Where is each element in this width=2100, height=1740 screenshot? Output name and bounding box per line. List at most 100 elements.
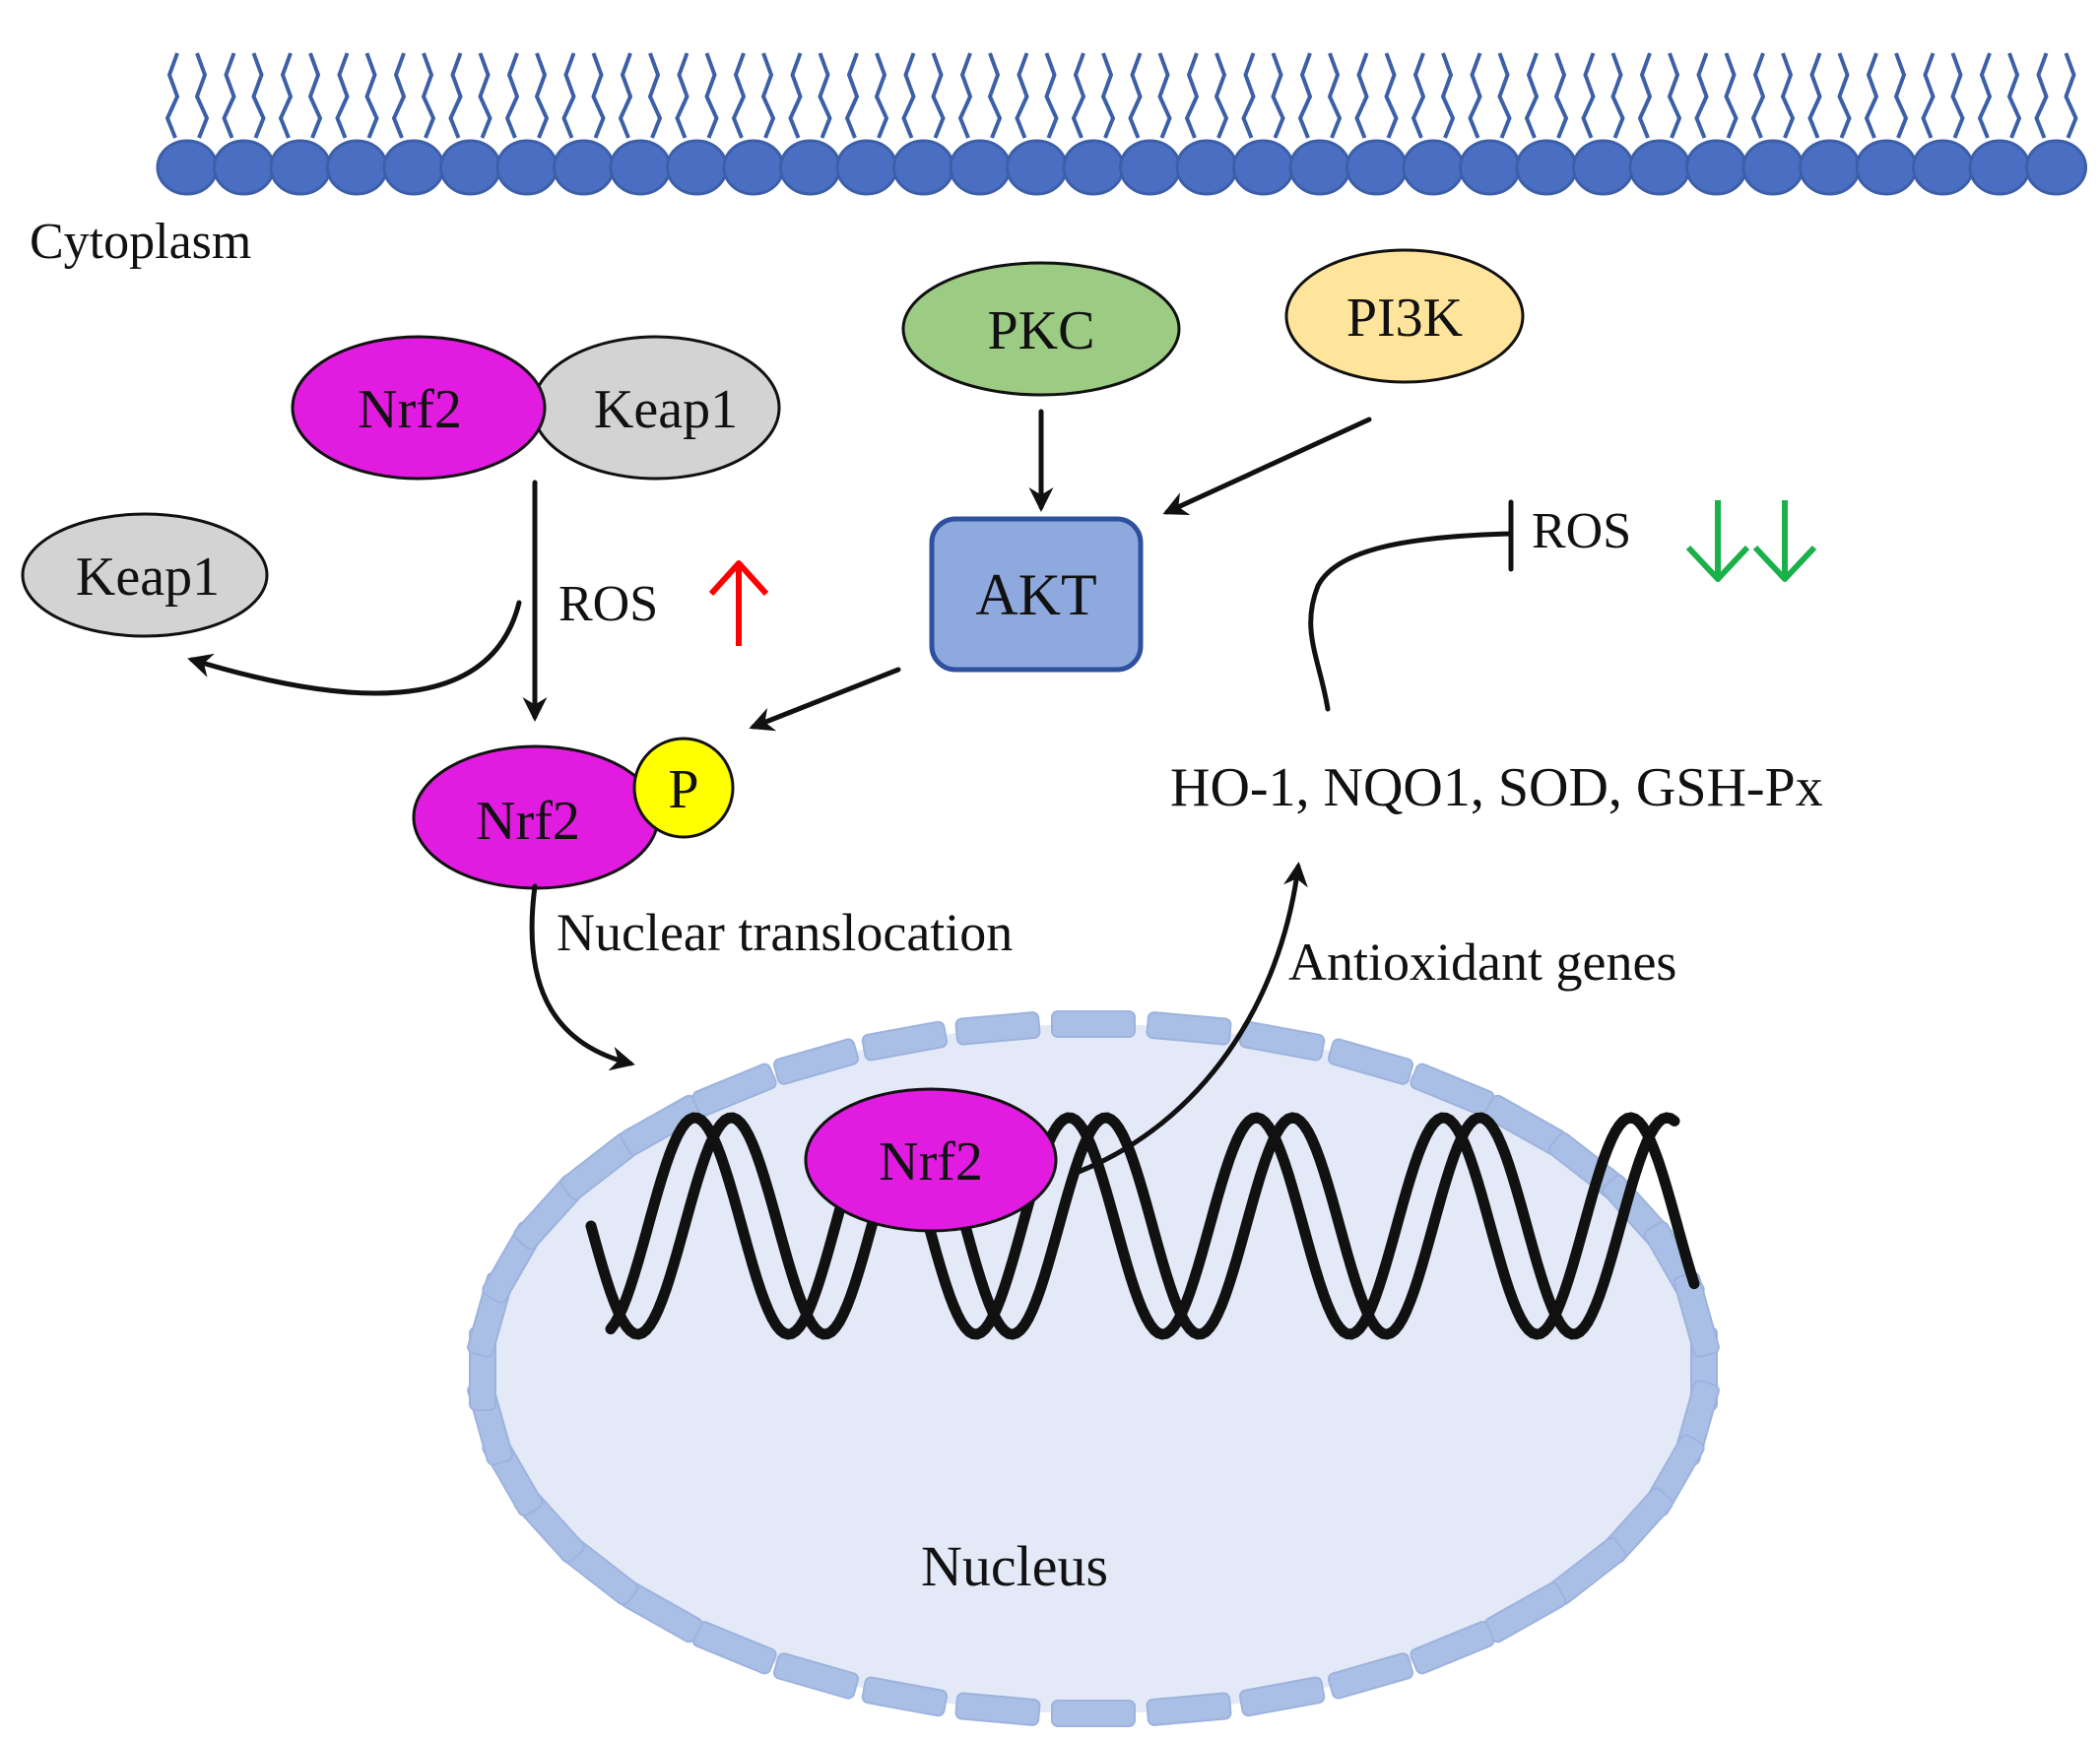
lipid-tail (222, 52, 266, 139)
lipid-head (892, 139, 954, 196)
pi3k-label: PI3K (1346, 288, 1463, 349)
lipid-head (1232, 139, 1294, 196)
envelope-segment (861, 1676, 949, 1717)
lipid-head (1855, 139, 1918, 196)
envelope-segment (1410, 1621, 1495, 1675)
lipid-head (1402, 139, 1465, 196)
lipid-head (722, 139, 785, 196)
phosphate-label: P (668, 759, 698, 820)
lipid-head (382, 139, 445, 196)
envelope-segment (691, 1063, 777, 1117)
lipid-tail (1524, 52, 1569, 139)
lipid-tail (788, 52, 832, 139)
envelope-segment (1673, 1271, 1720, 1358)
nrf2-complex-shape (291, 335, 547, 481)
lipid-head (269, 139, 332, 196)
envelope-segment (1327, 1652, 1414, 1700)
lipid-tail (278, 52, 323, 139)
lipid-tail (675, 52, 719, 139)
nrf2-keap1-complex: Nrf2 Keap1 (291, 335, 781, 481)
lipid-tail (1354, 52, 1399, 139)
lipid-head (1459, 139, 1521, 196)
ros-up-label: ROS (558, 576, 658, 632)
keap1-released-shape (21, 512, 269, 638)
envelope-segment (772, 1038, 860, 1085)
lipid-head (439, 139, 501, 196)
dna-strand-1 (585, 1112, 1680, 1340)
lipid-tail (561, 52, 606, 139)
lipid-head (609, 139, 672, 196)
lipid-tail (1241, 52, 1285, 139)
lipid-head (1006, 139, 1068, 196)
lipid-tail (504, 52, 550, 139)
gene-products-label: HO-1, NQO1, SOD, GSH-Px (1170, 757, 1823, 818)
lipid-tail (1694, 52, 1739, 139)
lipid-head (1912, 139, 1974, 196)
lipid-tail (1921, 52, 1965, 139)
lipid-head (1062, 139, 1125, 196)
envelope-segment (1327, 1038, 1414, 1085)
lipid-tail (2034, 52, 2078, 139)
lipid-head (553, 139, 615, 196)
envelope-segment (1051, 1010, 1136, 1038)
nrf2-nucleus-label: Nrf2 (879, 1131, 983, 1192)
lipid-head (1799, 139, 1861, 196)
lipid-head (1968, 139, 2031, 196)
nrf2-nucleus-shape (804, 1087, 1058, 1233)
envelope-segment (1146, 1011, 1232, 1046)
envelope-segment (954, 1011, 1041, 1046)
lipid-tail (335, 52, 379, 139)
lipid-tail (448, 52, 492, 139)
lipid-tail (1807, 52, 1852, 139)
lipid-tail (1637, 52, 1682, 139)
lipid-head (1515, 139, 1578, 196)
nrf2-phospho-label: Nrf2 (476, 791, 580, 852)
lipid-tail (1750, 52, 1796, 139)
dna-helix (585, 1112, 1700, 1340)
nuclear-translocation-arrow (529, 883, 635, 1071)
keap1-released-label: Keap1 (76, 547, 220, 608)
lipid-head (495, 139, 558, 196)
akt-node: AKT (929, 516, 1144, 673)
cytoplasm-label: Cytoplasm (30, 214, 251, 270)
lipid-head (1572, 139, 1634, 196)
lipid-head (1741, 139, 1805, 196)
ros-down-label: ROS (1532, 503, 1631, 559)
envelope-segment (772, 1652, 860, 1700)
ros-down-arrows-icon (1685, 500, 1817, 582)
antioxidant-genes-arrow (1076, 862, 1308, 1175)
lipid-head (779, 139, 841, 196)
akt-shape (929, 516, 1144, 673)
lipid-head (949, 139, 1012, 196)
lipid-head (1685, 139, 1747, 196)
lipid-tail (731, 52, 776, 139)
phosphate-shape (632, 737, 735, 839)
cell-membrane (156, 52, 2087, 196)
nrf2-complex-label: Nrf2 (358, 379, 462, 440)
nrf2-phospho-node: Nrf2 P (412, 737, 735, 890)
lipid-head (666, 139, 728, 196)
envelope-segment (1238, 1676, 1326, 1717)
lipid-tail (844, 52, 889, 139)
lipid-tail (1184, 52, 1229, 139)
ros-up-arrow-icon (708, 560, 769, 646)
dna-strand-2 (605, 1112, 1700, 1340)
pi3k-shape (1284, 248, 1525, 384)
lipid-head (1175, 139, 1238, 196)
pkc-shape (901, 261, 1181, 397)
lipid-tail (1864, 52, 1909, 139)
pkc-label: PKC (988, 300, 1095, 361)
lipid-tail (164, 52, 210, 139)
lipid-tail (1015, 52, 1059, 139)
lipid-head (326, 139, 388, 196)
lipid-tail (1581, 52, 1625, 139)
keap1-released-node: Keap1 (21, 512, 269, 638)
pi3k-to-akt-arrow (1162, 417, 1372, 516)
lipid-tail (1468, 52, 1512, 139)
lipid-tail (1071, 52, 1116, 139)
lipid-head (213, 139, 275, 196)
nucleus-label: Nucleus (921, 1534, 1108, 1598)
pi3k-node: PI3K (1284, 248, 1525, 384)
pkc-node: PKC (901, 261, 1181, 397)
akt-label: AKT (975, 562, 1096, 627)
